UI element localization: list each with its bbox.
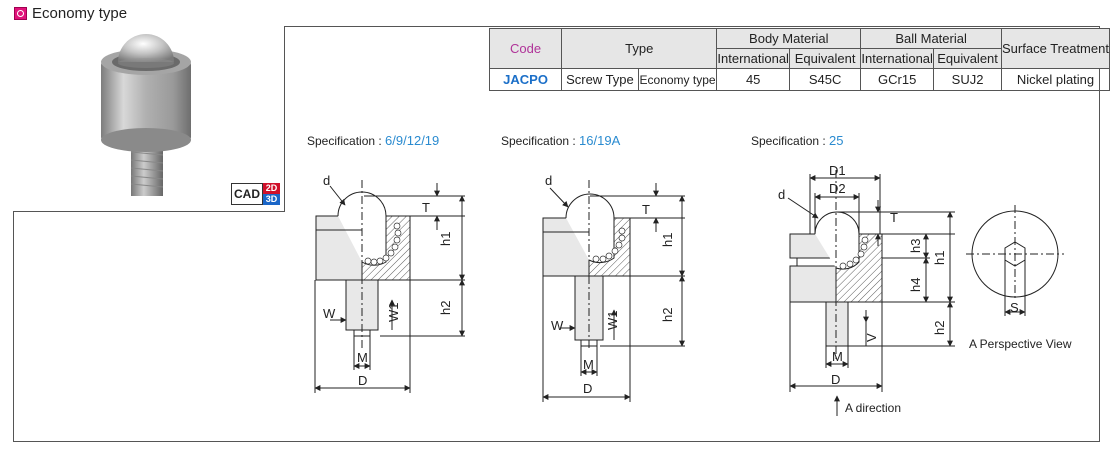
spec-value: 6/9/12/19 xyxy=(385,133,440,148)
body-international-header: International xyxy=(716,48,790,69)
spec-prefix: Specification : xyxy=(307,134,386,148)
type-header: Type xyxy=(561,28,718,69)
ball-equivalent-value: SUJ2 xyxy=(933,68,1002,91)
spec-table: Code Type Body Material Ball Material Su… xyxy=(488,28,1110,91)
body-equivalent-value: S45C xyxy=(788,68,862,91)
spec-value: 16/19A xyxy=(579,133,621,148)
body-equivalent-header: Equivalent xyxy=(788,48,862,69)
ball-international-header: International xyxy=(860,48,935,69)
surface-value: Nickel plating xyxy=(1000,68,1110,91)
spec-value: 25 xyxy=(829,133,844,148)
section-title: Economy type xyxy=(32,4,128,22)
ball-material-header: Ball Material xyxy=(860,28,1002,49)
product-code[interactable]: JACPO xyxy=(488,68,563,91)
spec-prefix: Specification : xyxy=(751,134,830,148)
cad-label: CAD xyxy=(231,183,263,205)
spec-label-3: Specification : 25 xyxy=(751,133,844,148)
ball-transfer-photo-image xyxy=(101,34,191,196)
body-international-value: 45 xyxy=(716,68,790,91)
cad-badge[interactable]: CAD 2D 3D xyxy=(231,183,280,205)
product-photo xyxy=(13,26,285,212)
section-bullet-icon xyxy=(14,6,27,20)
type-screw: Screw Type xyxy=(561,68,639,91)
spec-prefix: Specification : xyxy=(501,134,580,148)
type-economy: Economy type xyxy=(637,68,718,91)
cad-2d-link[interactable]: 2D xyxy=(263,183,280,194)
surface-treatment-header: Surface Treatment xyxy=(1000,28,1110,69)
section-header: Economy type xyxy=(14,4,127,22)
spec-label-1: Specification : 6/9/12/19 xyxy=(307,133,439,148)
content-frame xyxy=(13,26,1100,442)
cad-3d-link[interactable]: 3D xyxy=(263,194,280,205)
spec-label-2: Specification : 16/19A xyxy=(501,133,620,148)
body-material-header: Body Material xyxy=(716,28,862,49)
ball-international-value: GCr15 xyxy=(860,68,935,91)
code-header: Code xyxy=(488,28,563,69)
ball-equivalent-header: Equivalent xyxy=(933,48,1002,69)
